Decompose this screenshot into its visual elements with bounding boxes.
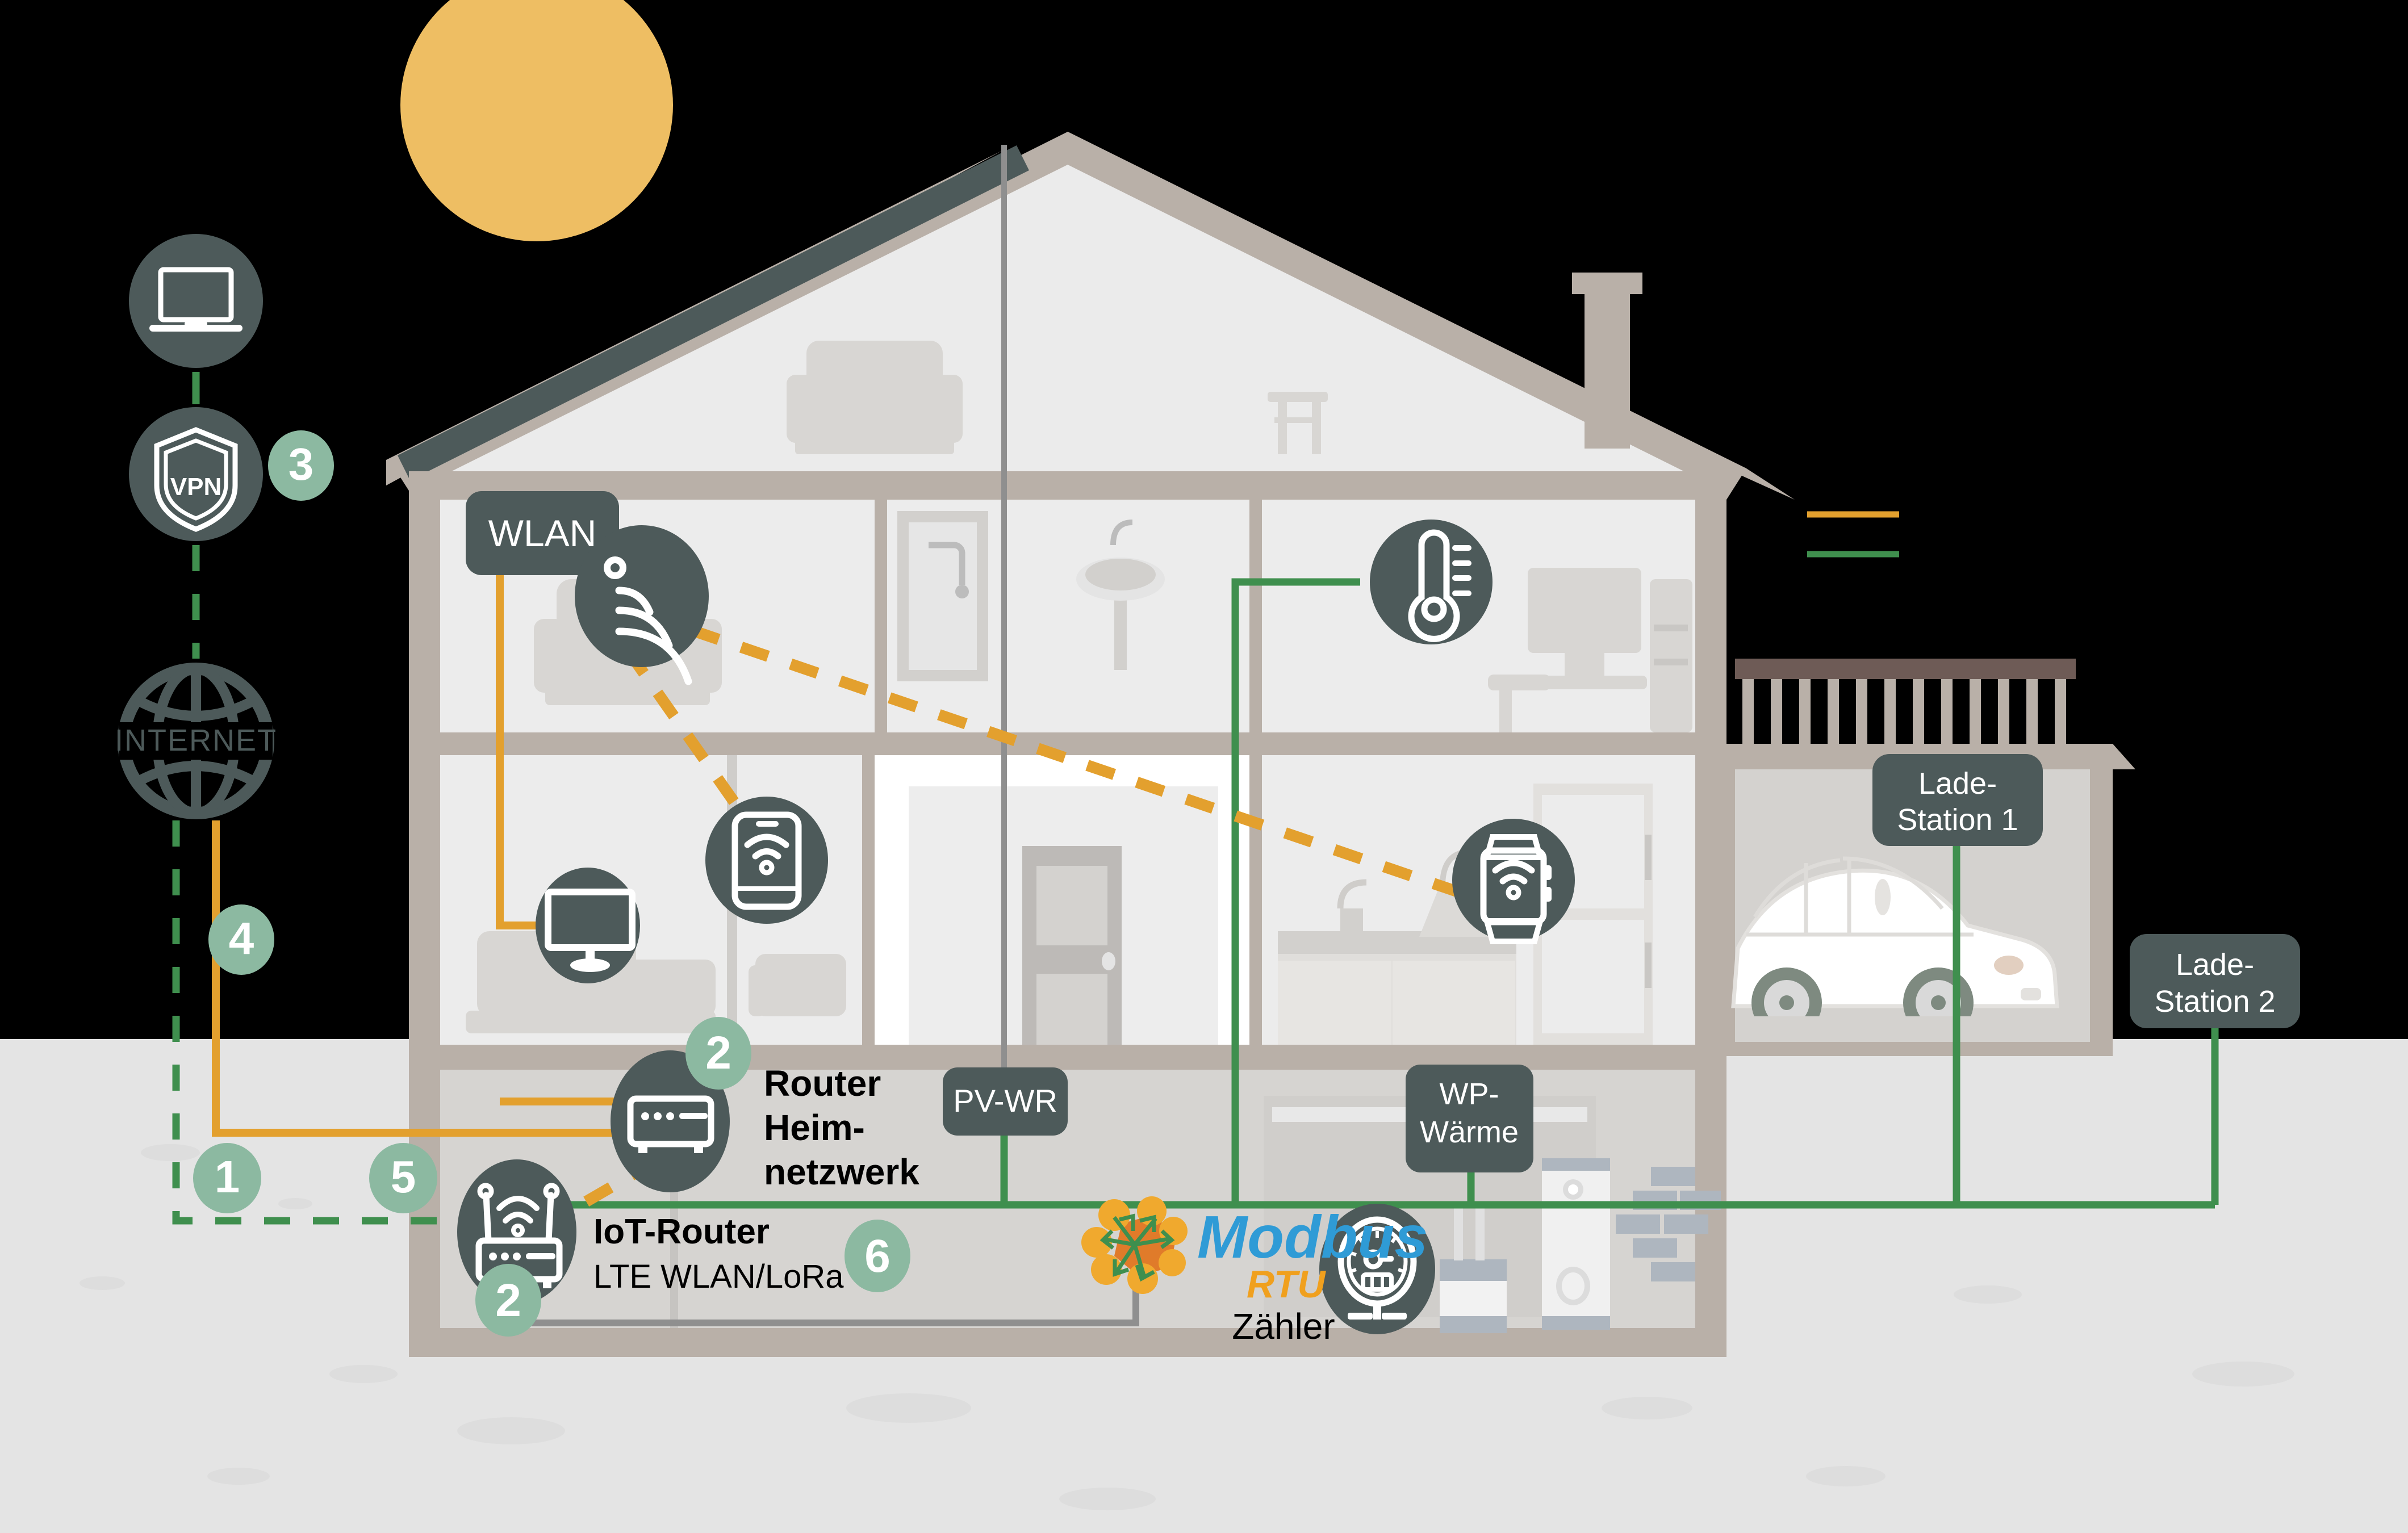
- ladestation2-line1: Lade-: [2176, 948, 2254, 982]
- wall-divider: [1249, 755, 1262, 1045]
- smartwatch-icon[interactable]: [1452, 819, 1575, 944]
- wp-waerme-label-box[interactable]: WP- Wärme: [1406, 1065, 1533, 1172]
- wifi-signal-icon[interactable]: [575, 525, 709, 685]
- laptop-icon[interactable]: [129, 234, 263, 368]
- modbus-zaehler-caption: Zähler: [1232, 1306, 1335, 1347]
- vpn-shield-icon[interactable]: VPN: [129, 407, 263, 541]
- balcony-rail-top: [1735, 659, 2076, 679]
- legend: [1807, 511, 1899, 558]
- vpn-tunnel-dashed: [172, 545, 449, 1225]
- internet-globe-icon[interactable]: INTERNET: [115, 663, 277, 819]
- modbus-rtu-label: RTU: [1247, 1263, 1326, 1306]
- balcony-railing: [1742, 679, 2066, 759]
- ladestation2-label-box[interactable]: Lade- Station 2: [2130, 934, 2300, 1028]
- wall-divider: [875, 500, 887, 732]
- attic-furniture: [787, 341, 1328, 454]
- badge-3-label: 3: [289, 439, 314, 489]
- heatpump-unit: [1440, 1204, 1507, 1333]
- wp-waerme-line2: Wärme: [1420, 1115, 1519, 1149]
- ladestation1-label-box[interactable]: Lade- Station 1: [1872, 754, 2043, 846]
- badge-5-label: 5: [391, 1151, 416, 1202]
- badge-2a-label: 2: [705, 1027, 731, 1079]
- vpn-label: VPN: [170, 473, 221, 501]
- door-handle: [1102, 952, 1115, 970]
- pv-wr-label: PV-WR: [953, 1083, 1057, 1119]
- floor-slab-lower: [415, 1045, 1721, 1070]
- floor-slab-upper: [415, 732, 1721, 755]
- internet-label: INTERNET: [115, 723, 277, 757]
- office-furniture: [1488, 568, 1692, 732]
- wlan-label: WLAN: [488, 512, 597, 554]
- gable-wall: [440, 165, 1695, 477]
- badge-2-router[interactable]: 2: [685, 1017, 751, 1090]
- side-chair: [749, 954, 846, 1016]
- sun-icon: [400, 0, 673, 241]
- ladestation2-line2: Station 2: [2154, 985, 2275, 1019]
- badge-1-label: 1: [215, 1151, 240, 1202]
- chimney-cap: [1572, 273, 1642, 294]
- router-home-icon[interactable]: [611, 1050, 730, 1192]
- badge-5[interactable]: 5: [369, 1143, 437, 1213]
- meter-gauge-icon[interactable]: [1319, 1204, 1435, 1334]
- pv-wr-label-box[interactable]: PV-WR: [943, 1067, 1068, 1136]
- badge-6-label: 6: [864, 1230, 891, 1282]
- router-home-line2: Heim-: [764, 1107, 865, 1148]
- badge-2b-label: 2: [495, 1275, 521, 1326]
- roof-solar-panel: [398, 145, 1029, 480]
- bathroom-fixtures: [897, 511, 1165, 681]
- badge-2-iot[interactable]: 2: [475, 1264, 541, 1337]
- monitor-icon[interactable]: [536, 868, 640, 983]
- thermometer-icon[interactable]: [1370, 520, 1493, 644]
- wlan-label-box[interactable]: WLAN: [466, 491, 619, 575]
- ladestation1-line1: Lade-: [1918, 767, 1997, 801]
- badge-3[interactable]: 3: [268, 430, 334, 501]
- iot-router-text: IoT-Router LTE WLAN/LoRa: [593, 1212, 844, 1295]
- ladestation1-line2: Station 1: [1897, 803, 2018, 837]
- badge-1[interactable]: 1: [193, 1143, 261, 1213]
- wall-divider: [1249, 500, 1262, 732]
- router-home-line1: Router: [764, 1063, 881, 1104]
- iot-router-title: IoT-Router: [593, 1212, 770, 1251]
- modbus-wordmark: Modbus: [1197, 1204, 1428, 1271]
- chimney: [1585, 273, 1630, 449]
- boiler-tank: [1542, 1158, 1610, 1330]
- modbus-logo: Modbus RTU Zähler: [1081, 1196, 1428, 1347]
- energy-bus-green: [192, 372, 2219, 1209]
- badge-4[interactable]: 4: [208, 904, 274, 975]
- router-home-text: Router Heim- netzwerk: [764, 1063, 919, 1192]
- modbus-burst-icon: [1081, 1196, 1188, 1294]
- iot-router-subtitle: LTE WLAN/LoRa: [593, 1258, 844, 1295]
- badge-4-label: 4: [229, 913, 254, 964]
- wp-waerme-line1: WP-: [1440, 1077, 1499, 1111]
- smartphone-icon[interactable]: [705, 797, 828, 924]
- door-panel-top: [1036, 866, 1107, 945]
- wall-divider: [862, 755, 875, 1045]
- router-home-line3: netzwerk: [764, 1151, 919, 1192]
- badge-6[interactable]: 6: [845, 1220, 910, 1292]
